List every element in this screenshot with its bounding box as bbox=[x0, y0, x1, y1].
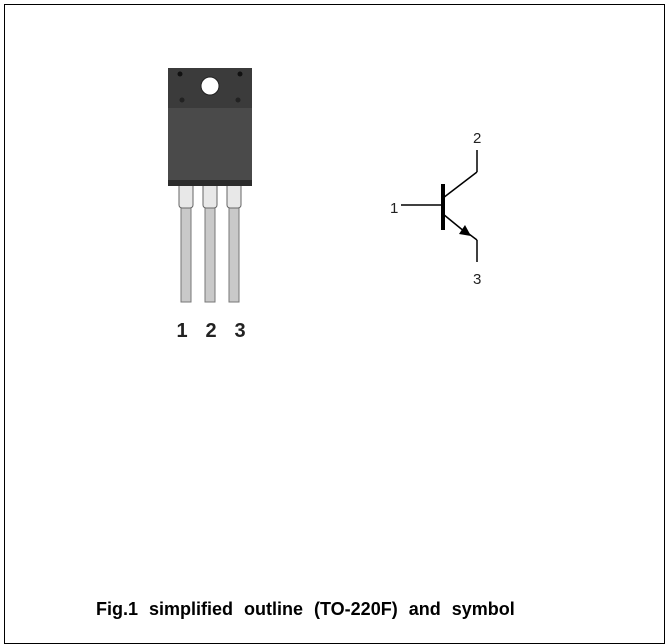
figure-caption: Fig.1 simplified outline (TO-220F) and s… bbox=[96, 599, 515, 619]
emitter-line bbox=[442, 213, 466, 233]
to220f-package-illustration bbox=[168, 68, 252, 303]
collector-pin-label: 2 bbox=[473, 130, 482, 147]
pin-label-3: 3 bbox=[234, 320, 246, 342]
figure-frame bbox=[4, 4, 665, 644]
package-pin-labels: 1 2 3 bbox=[171, 320, 251, 343]
pin-label-1: 1 bbox=[176, 320, 188, 342]
collector-line bbox=[442, 171, 478, 199]
npn-transistor-symbol bbox=[401, 150, 478, 262]
emitter-arrow bbox=[459, 225, 471, 236]
package-leads bbox=[178, 177, 242, 303]
package-body bbox=[168, 68, 252, 186]
base-pin-label: 1 bbox=[390, 200, 399, 217]
pin-label-2: 2 bbox=[205, 320, 217, 342]
emitter-pin-label: 3 bbox=[473, 271, 482, 288]
